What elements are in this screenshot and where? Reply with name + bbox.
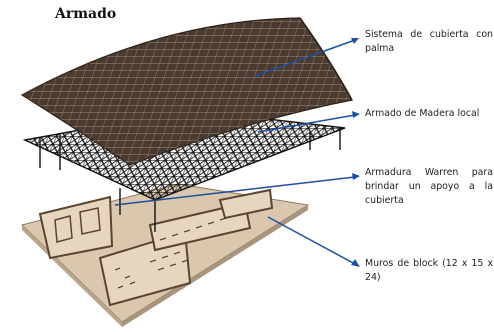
leader-arrow-block-walls xyxy=(267,216,356,265)
leader-lines xyxy=(114,38,360,267)
leader-arrow-wood-frame xyxy=(257,114,356,133)
label-wood-frame: Armado de Madera local xyxy=(365,108,480,119)
diagram-title: Armado xyxy=(55,6,117,22)
label-block-walls: Muros de block (12 x 15 x 24) xyxy=(365,258,493,283)
leader-arrow-warren-truss xyxy=(114,176,356,206)
floor-slab-with-block-walls xyxy=(21,183,310,327)
leader-arrow-roof xyxy=(254,39,356,77)
arrowhead xyxy=(352,111,360,118)
palm-roof-system xyxy=(20,17,353,166)
arrowhead xyxy=(351,259,360,267)
arrowhead xyxy=(352,173,360,180)
arrowhead xyxy=(351,38,359,44)
label-warren-truss: Armadura Warren para brindar un apoyo a … xyxy=(365,167,493,206)
label-roof-system: Sistema de cubierta con palma xyxy=(365,29,493,54)
